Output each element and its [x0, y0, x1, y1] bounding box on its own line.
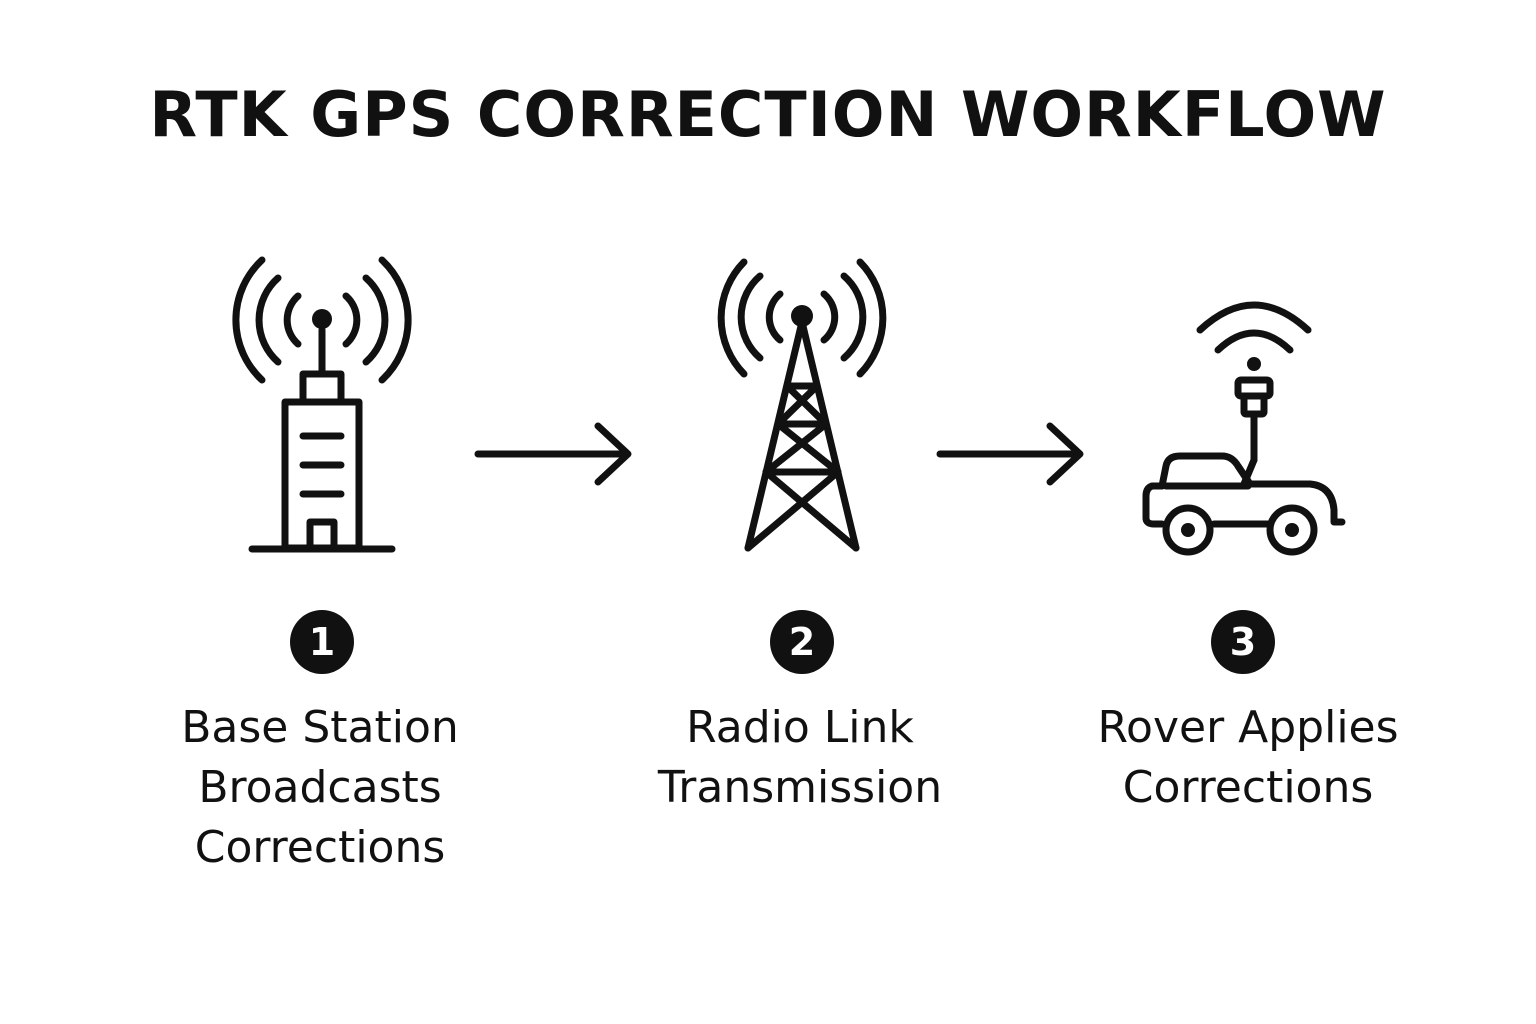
- step-label-line: Corrections: [1122, 762, 1374, 813]
- step-label-line: Radio Link: [686, 702, 914, 753]
- arrow-right-icon: [932, 418, 1092, 490]
- step-label: Base Station Broadcasts Corrections: [120, 698, 520, 878]
- step-label-line: Transmission: [657, 762, 943, 813]
- step-label-line: Corrections: [194, 822, 446, 873]
- step-label: Radio Link Transmission: [600, 698, 1000, 818]
- arrow-right-icon: [470, 418, 638, 490]
- step-label: Rover Applies Corrections: [1048, 698, 1448, 818]
- radio-tower-icon: [705, 252, 900, 557]
- step-number-badge: 1: [290, 610, 354, 674]
- step-number-badge: 3: [1211, 610, 1275, 674]
- step-label-line: Base Station: [181, 702, 459, 753]
- step-label-line: Rover Applies: [1097, 702, 1399, 753]
- step-label-line: Broadcasts: [198, 762, 442, 813]
- diagram-title: RTK GPS CORRECTION WORKFLOW: [149, 78, 1387, 151]
- base-station-icon: [222, 250, 422, 560]
- rover-icon: [1138, 296, 1352, 558]
- step-number-badge: 2: [770, 610, 834, 674]
